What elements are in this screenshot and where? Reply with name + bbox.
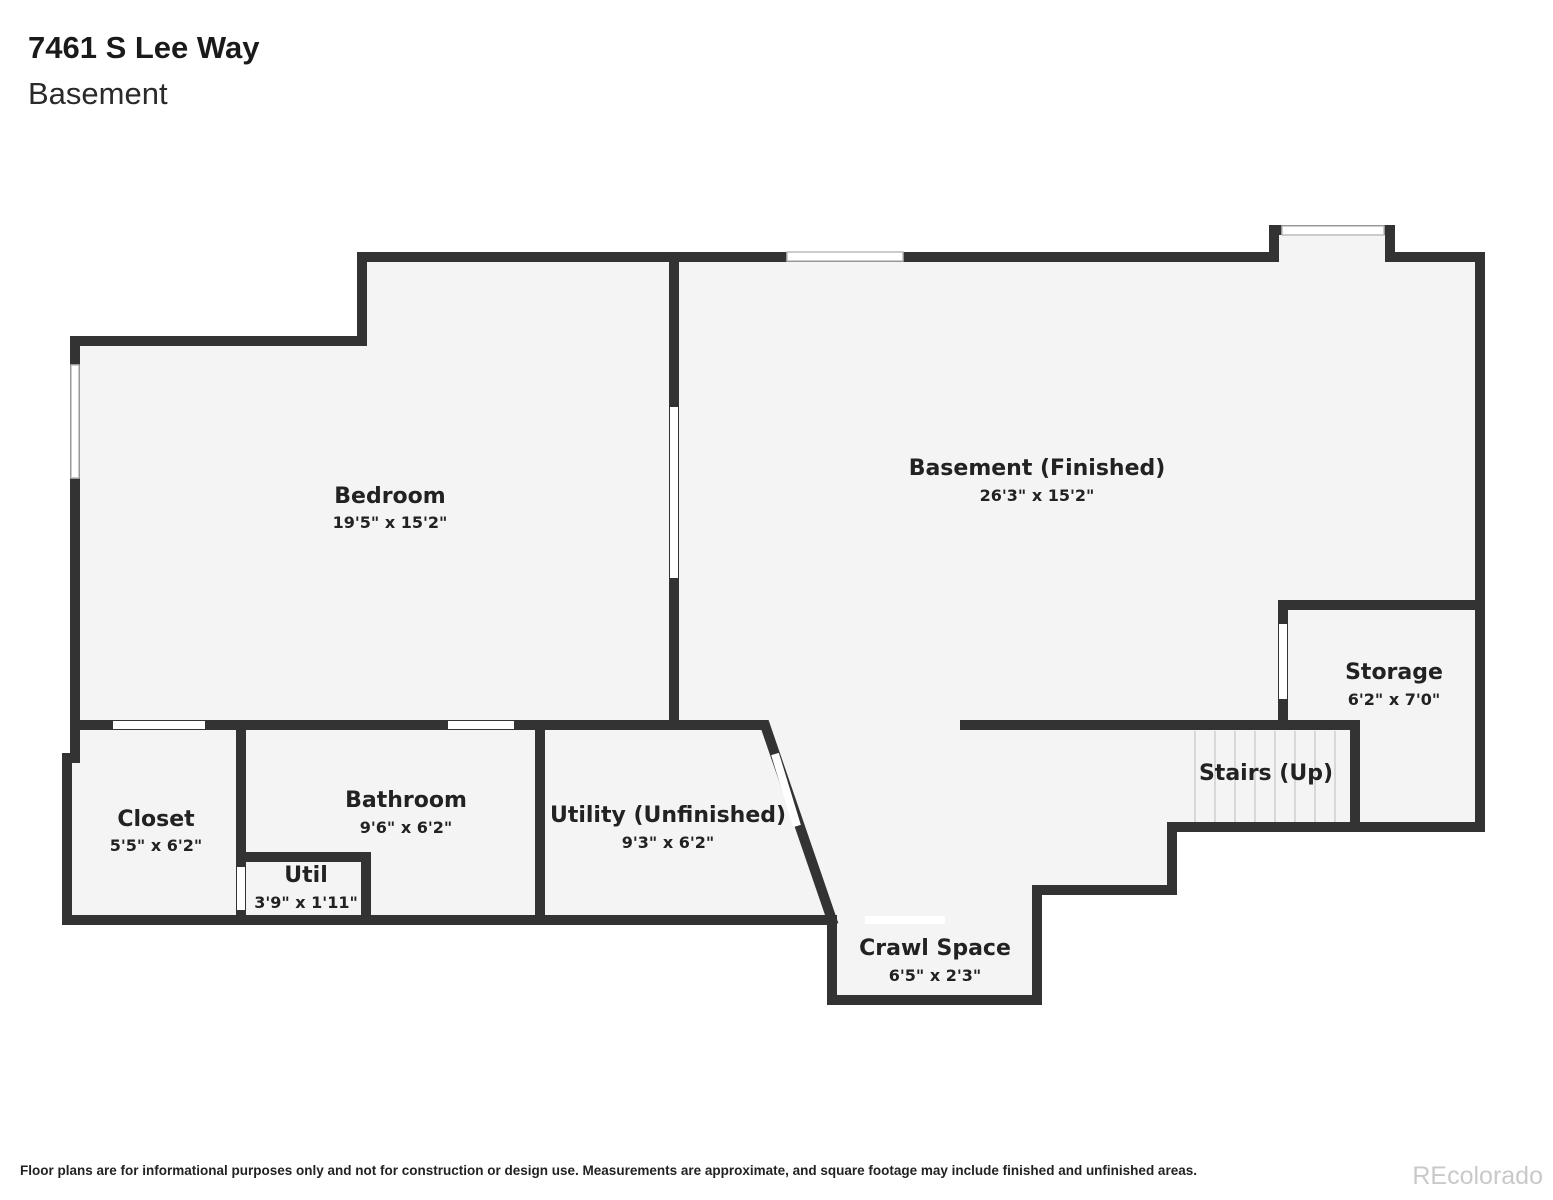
basement-window-bay	[1281, 225, 1385, 236]
room-name-stairs: Stairs (Up)	[1199, 761, 1333, 786]
room-name-bedroom: Bedroom	[334, 484, 445, 509]
north-wall-lower-rooms	[70, 720, 839, 927]
room-dims-bedroom: 19'5" x 15'2"	[333, 513, 448, 532]
utility-door-opening	[771, 752, 801, 828]
property-address: 7461 S Lee Way	[28, 30, 260, 65]
room-dims-closet: 5'5" x 6'2"	[110, 836, 202, 855]
room-name-closet: Closet	[117, 807, 195, 832]
openings	[113, 407, 1287, 924]
brand-watermark: REcolorado	[1412, 1162, 1543, 1190]
windows	[70, 225, 1385, 479]
upper-floor-area	[67, 230, 1480, 1000]
room-name-util: Util	[284, 863, 327, 888]
room-name-bathroom: Bathroom	[345, 788, 467, 813]
room-dims-utility: 9'3" x 6'2"	[622, 833, 714, 852]
room-dims-bathroom: 9'6" x 6'2"	[360, 818, 452, 837]
bedroom-window	[70, 364, 80, 479]
room-name-basement: Basement (Finished)	[909, 456, 1166, 481]
floor-level-label: Basement	[28, 76, 168, 111]
room-dims-crawl-space: 6'5" x 2'3"	[889, 966, 981, 985]
floor-areas	[67, 230, 1480, 1000]
room-dims-basement: 26'3" x 15'2"	[980, 486, 1095, 505]
room-name-crawl-space: Crawl Space	[859, 936, 1011, 961]
room-labels: Bedroom 19'5" x 15'2" Basement (Finished…	[110, 456, 1443, 985]
disclaimer-text: Floor plans are for informational purpos…	[20, 1163, 1197, 1178]
room-dims-util: 3'9" x 1'11"	[254, 893, 358, 912]
room-dims-storage: 6'2" x 7'0"	[1348, 690, 1440, 709]
room-name-utility: Utility (Unfinished)	[550, 803, 786, 828]
stairs-wall	[960, 720, 1360, 832]
room-name-storage: Storage	[1345, 660, 1443, 685]
basement-window-top	[786, 251, 904, 262]
util-closet-wall	[236, 852, 371, 925]
stairs-treads	[1194, 731, 1336, 822]
